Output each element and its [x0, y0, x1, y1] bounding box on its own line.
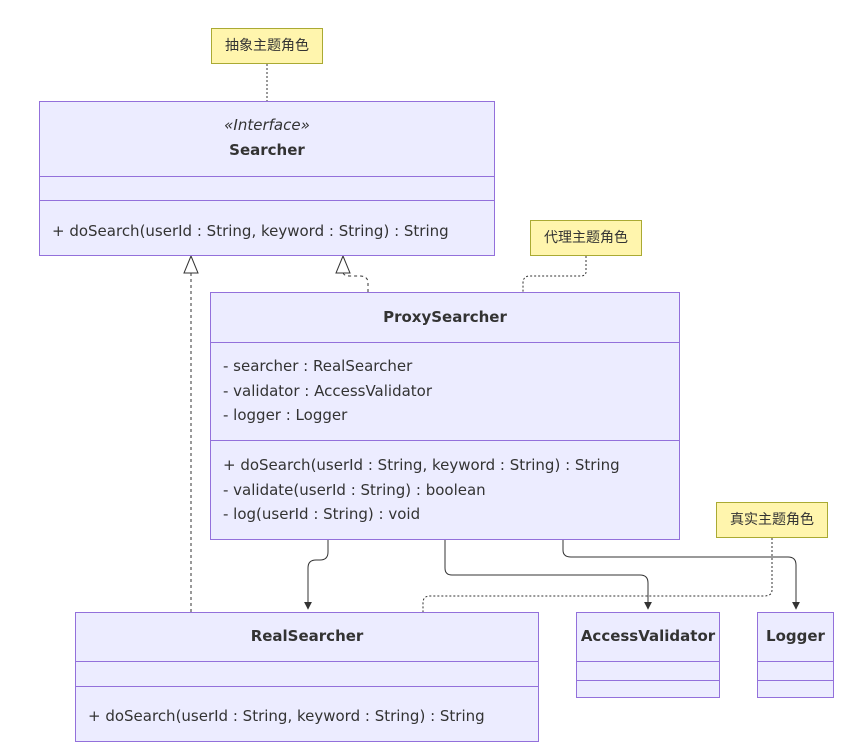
realization-proxy-searcher [342, 271, 369, 292]
method-dosearch: + doSearch(userId : String, keyword : St… [223, 456, 620, 474]
divider [577, 661, 719, 662]
method-dosearch: + doSearch(userId : String, keyword : St… [88, 707, 485, 725]
note-link-real [422, 538, 773, 612]
stereotype-label: «Interface» [224, 116, 310, 134]
method-dosearch: + doSearch(userId : String, keyword : St… [52, 222, 449, 240]
realization-head-proxy [335, 254, 351, 274]
note-real-subject: 真实主题角色 [716, 502, 828, 538]
class-searcher[interactable]: «Interface» Searcher + doSearch(userId :… [39, 101, 495, 256]
class-real-searcher[interactable]: RealSearcher + doSearch(userId : String,… [75, 612, 539, 742]
assoc-proxy-validator [444, 540, 652, 610]
note-link-proxy [522, 256, 587, 292]
assoc-proxy-real [304, 540, 329, 610]
class-name-searcher: Searcher [229, 141, 305, 159]
divider [211, 342, 679, 343]
attribute-logger: - logger : Logger [223, 406, 348, 424]
attribute-validator: - validator : AccessValidator [223, 382, 433, 400]
assoc-proxy-logger [562, 540, 800, 610]
method-validate: - validate(userId : String) : boolean [223, 481, 486, 499]
divider [76, 661, 538, 662]
divider [76, 686, 538, 687]
realization-head-real [183, 254, 199, 274]
class-name-real: RealSearcher [250, 627, 364, 645]
class-name-validator: AccessValidator [580, 627, 716, 645]
divider [211, 440, 679, 441]
attribute-searcher: - searcher : RealSearcher [223, 357, 413, 375]
divider [577, 680, 719, 681]
divider [758, 661, 833, 662]
divider [40, 200, 494, 201]
class-access-validator[interactable]: AccessValidator [576, 612, 720, 698]
divider [40, 176, 494, 177]
note-abstract-subject: 抽象主题角色 [211, 28, 323, 64]
divider [758, 680, 833, 681]
class-proxy-searcher[interactable]: ProxySearcher - searcher : RealSearcher … [210, 292, 680, 540]
class-name-proxy: ProxySearcher [383, 308, 507, 326]
class-logger[interactable]: Logger [757, 612, 834, 698]
class-name-logger: Logger [766, 627, 825, 645]
method-log: - log(userId : String) : void [223, 505, 421, 523]
note-proxy-subject: 代理主题角色 [530, 220, 642, 256]
